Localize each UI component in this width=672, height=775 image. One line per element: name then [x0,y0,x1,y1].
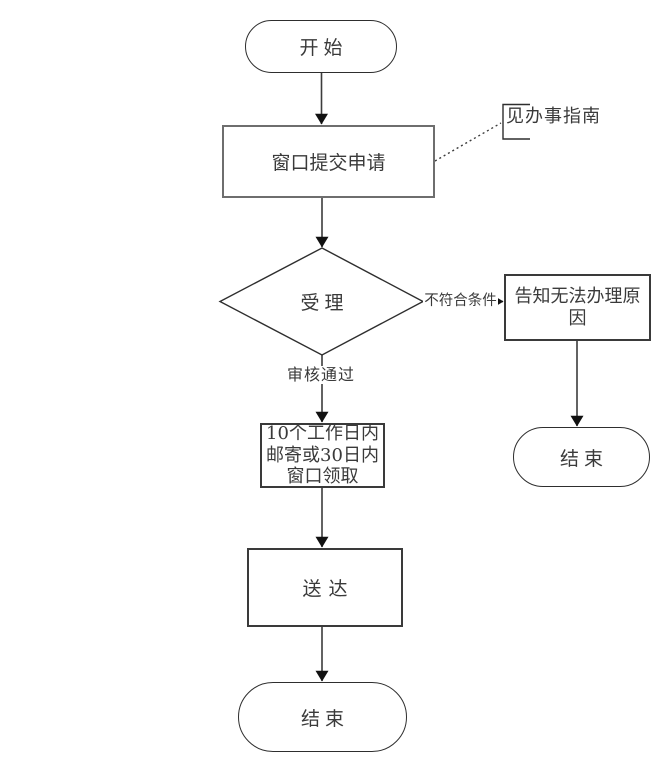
flow-node-inform-reason: 告知无法办理原 因 [504,274,651,341]
annotation-see-guide: 见办事指南 [506,106,601,127]
flow-node-accept-decision-label: 受理 [300,292,349,314]
edge-label-not-meet-conditions: 不符合条件 [423,293,498,310]
flow-node-end-bottom: 结束 [238,682,407,752]
flow-node-start: 开始 [245,20,397,73]
note-bracket-shape [502,103,530,140]
flow-node-submit-application: 窗口提交申请 [222,125,435,198]
dotted-connector-submit-to-note [434,122,502,162]
flow-node-mail-or-pickup: 10个工作日内 邮寄或30日内 窗口领取 [260,423,385,488]
edge-label-review-passed: 审核通过 [281,366,361,384]
flow-node-end-right: 结束 [513,427,650,487]
decision-diamond-accept [218,247,425,356]
flow-node-deliver: 送达 [247,548,403,627]
